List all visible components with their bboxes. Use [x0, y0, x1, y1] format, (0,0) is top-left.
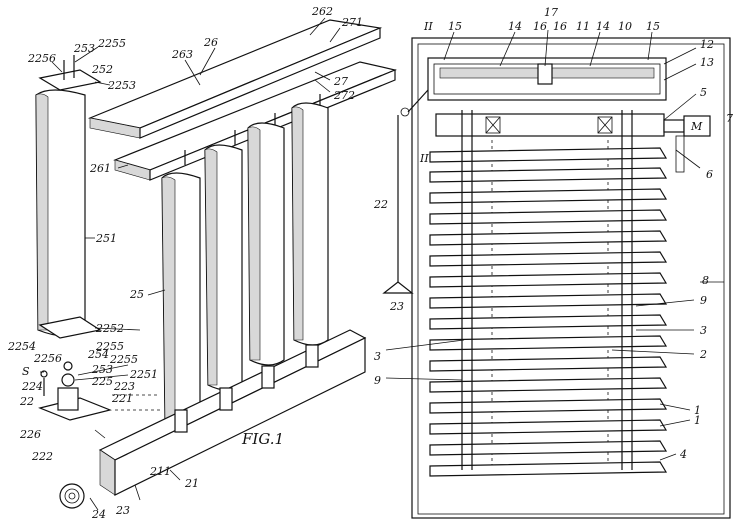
- control-rods-9: [461, 110, 633, 470]
- label: 17: [544, 6, 558, 19]
- label: 2251: [129, 368, 158, 381]
- label: 2255: [97, 37, 126, 50]
- bottom-posts: [174, 344, 319, 433]
- label: 254: [87, 348, 109, 361]
- label: 253: [73, 42, 95, 55]
- motor-label: M: [690, 120, 703, 133]
- label: 221: [111, 392, 133, 405]
- label: 27: [333, 75, 348, 88]
- label: 251: [95, 232, 117, 245]
- vanes-25: [161, 102, 329, 426]
- label: 272: [333, 89, 355, 102]
- label: 3: [374, 350, 381, 363]
- label: 4: [679, 448, 687, 461]
- leader-lines-right: [385, 29, 724, 461]
- label: 211: [149, 465, 171, 478]
- label: II: [419, 152, 429, 165]
- label: 12: [700, 38, 714, 51]
- label: 252: [91, 63, 113, 76]
- gear-24: [59, 483, 85, 509]
- elevation-view: M: [373, 6, 733, 519]
- label: 23: [389, 300, 404, 313]
- label: 8: [702, 274, 709, 287]
- label: 2256: [27, 52, 56, 65]
- label: 261: [89, 162, 111, 175]
- slats-1: [429, 147, 668, 477]
- label: 22: [373, 198, 388, 211]
- cord-22: [382, 89, 429, 294]
- label: 16: [533, 20, 547, 33]
- label: 223: [113, 380, 135, 393]
- label: 5: [700, 86, 707, 99]
- label: 271: [341, 16, 363, 29]
- label: 11: [576, 20, 590, 33]
- label: 2255: [109, 353, 138, 366]
- figure-caption: FIG.1: [241, 430, 284, 448]
- label: 226: [19, 428, 41, 441]
- label: II: [423, 20, 433, 33]
- label: 23: [115, 504, 130, 517]
- label: 2254: [7, 340, 36, 353]
- label: 21: [184, 477, 199, 490]
- exploded-view: 26 262 271 263 27 272 253 2255 2256 252 …: [7, 5, 397, 521]
- label: 9: [700, 294, 707, 307]
- label: 2: [699, 348, 707, 361]
- label: 22: [19, 395, 34, 408]
- label: 225: [91, 375, 113, 388]
- label: 2253: [107, 79, 136, 92]
- label: 26: [203, 36, 218, 49]
- vane-251: [35, 55, 102, 339]
- label: 2256: [33, 352, 62, 365]
- label: 253: [91, 363, 113, 376]
- bearing-assembly-22: [38, 361, 112, 421]
- label: 16: [553, 20, 567, 33]
- label: 2255: [95, 340, 124, 353]
- label: 224: [21, 380, 43, 393]
- label: 222: [31, 450, 53, 463]
- label: 262: [311, 5, 333, 18]
- label: 263: [171, 48, 193, 61]
- leader-lines-left: [40, 17, 341, 511]
- label: S: [22, 365, 30, 378]
- label: 1: [694, 414, 701, 427]
- label: 14: [596, 20, 610, 33]
- label: 24: [91, 508, 106, 521]
- label: 10: [618, 20, 632, 33]
- label: 6: [706, 168, 713, 181]
- label: 15: [448, 20, 462, 33]
- label: 14: [508, 20, 522, 33]
- label: 3: [700, 324, 707, 337]
- label: 15: [646, 20, 660, 33]
- label: 9: [374, 374, 381, 387]
- labels-left: 26 262 271 263 27 272 253 2255 2256 252 …: [7, 5, 363, 521]
- label: 1: [694, 404, 701, 417]
- label: 2252: [95, 322, 124, 335]
- label: 13: [700, 56, 714, 69]
- label: 7: [726, 112, 733, 125]
- label: 25: [129, 288, 144, 301]
- labels-right: II 15 14 17 16 16 11 14 10 15 12 13 5 7 …: [373, 6, 733, 461]
